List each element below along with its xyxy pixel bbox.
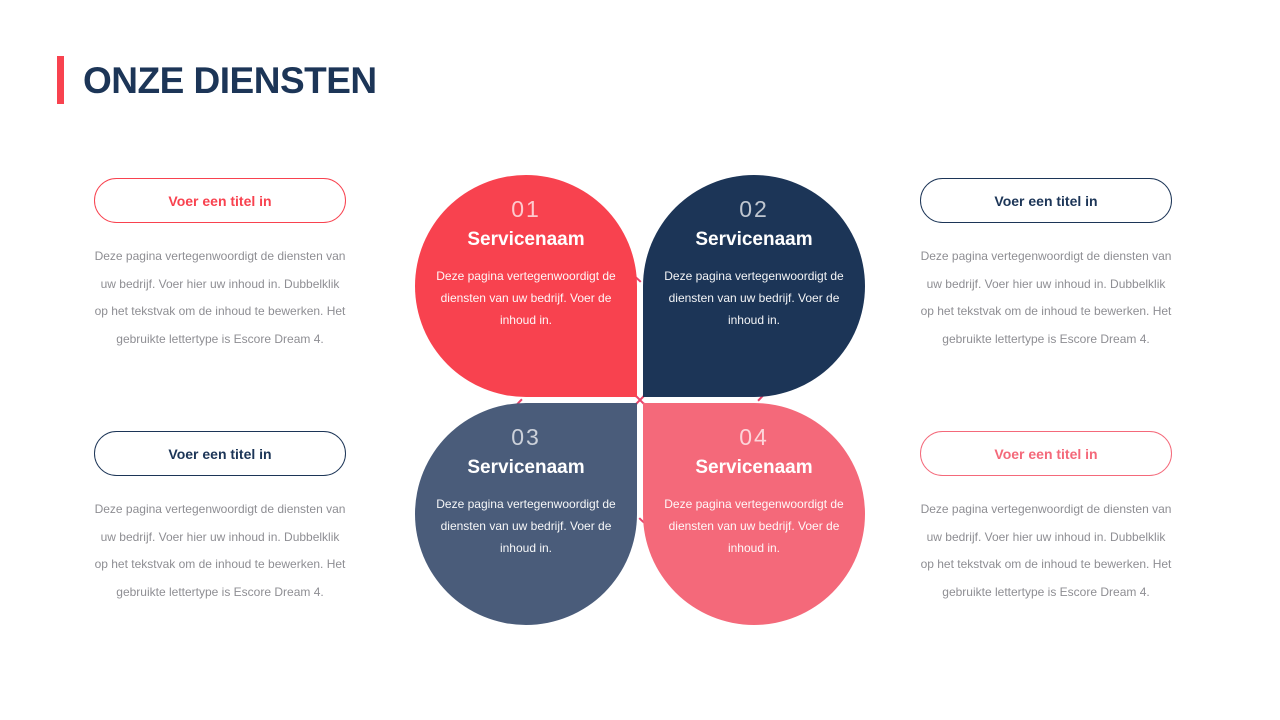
title-pill-bottom-left[interactable]: Voer een titel in <box>94 431 346 476</box>
petal-group: 01 Servicenaam Deze pagina vertegenwoord… <box>415 175 865 625</box>
petal-description: Deze pagina vertegenwoordigt de diensten… <box>436 497 616 556</box>
petal-number: 03 <box>511 424 541 450</box>
petal-number: 04 <box>739 424 769 450</box>
info-block-bottom-left: Voer een titel in Deze pagina vertegenwo… <box>94 431 346 606</box>
petal-card-04[interactable]: 04 Servicenaam Deze pagina vertegenwoord… <box>643 403 865 625</box>
petal-description: Deze pagina vertegenwoordigt de diensten… <box>664 269 844 328</box>
info-block-top-right: Voer een titel in Deze pagina vertegenwo… <box>920 178 1172 353</box>
page-title: ONZE DIENSTEN <box>83 59 377 101</box>
title-pill-bottom-right[interactable]: Voer een titel in <box>920 431 1172 476</box>
info-body-bottom-right: Deze pagina vertegenwoordigt de diensten… <box>920 502 1172 599</box>
petal-card-03[interactable]: 03 Servicenaam Deze pagina vertegenwoord… <box>415 403 637 625</box>
petal-title: Servicenaam <box>467 229 585 251</box>
title-accent-bar <box>57 56 64 104</box>
petal-number: 02 <box>739 196 769 222</box>
info-body-bottom-left: Deze pagina vertegenwoordigt de diensten… <box>94 502 346 599</box>
petal-description: Deze pagina vertegenwoordigt de diensten… <box>664 497 844 556</box>
petal-card-01[interactable]: 01 Servicenaam Deze pagina vertegenwoord… <box>415 175 637 397</box>
petal-title: Servicenaam <box>695 229 813 251</box>
title-pill-top-right[interactable]: Voer een titel in <box>920 178 1172 223</box>
petal-title: Servicenaam <box>695 457 813 479</box>
petal-card-02[interactable]: 02 Servicenaam Deze pagina vertegenwoord… <box>643 175 865 397</box>
services-flower-diagram: 01 Servicenaam Deze pagina vertegenwoord… <box>352 120 928 680</box>
info-block-top-left: Voer een titel in Deze pagina vertegenwo… <box>94 178 346 353</box>
petal-description: Deze pagina vertegenwoordigt de diensten… <box>436 269 616 328</box>
info-body-top-left: Deze pagina vertegenwoordigt de diensten… <box>94 249 346 346</box>
petal-number: 01 <box>511 196 541 222</box>
title-pill-top-left[interactable]: Voer een titel in <box>94 178 346 223</box>
info-block-bottom-right: Voer een titel in Deze pagina vertegenwo… <box>920 431 1172 606</box>
petal-title: Servicenaam <box>467 457 585 479</box>
page-header: ONZE DIENSTEN <box>57 56 377 104</box>
info-body-top-right: Deze pagina vertegenwoordigt de diensten… <box>920 249 1172 346</box>
